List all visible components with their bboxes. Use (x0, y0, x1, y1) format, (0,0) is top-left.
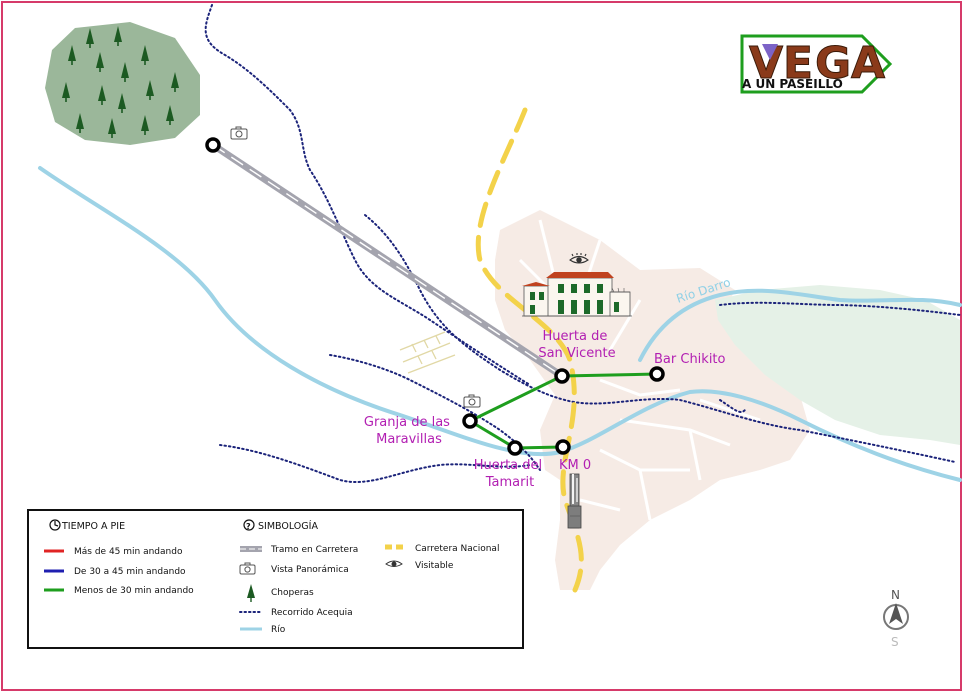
legend-symbol-visitable: Visitable (415, 561, 454, 571)
river-darro (638, 288, 962, 362)
svg-text:A: A (851, 38, 885, 89)
stop-km0[interactable] (555, 439, 571, 455)
legend-symbol-acequia: Recorrido Acequia (271, 608, 353, 618)
camera-icon (230, 126, 248, 140)
routes-short (469, 372, 658, 450)
poplar-tree-icon (68, 45, 76, 65)
stop-huerta-tamarit[interactable] (507, 440, 523, 456)
poplar-tree-icon (141, 45, 149, 65)
compass-needle-icon (889, 603, 903, 624)
legend-time-title: TIEMPO A PIE (61, 521, 125, 532)
legend-symbol-title: SIMBOLOGÍA (258, 520, 318, 532)
compass: N S (883, 588, 909, 649)
poplar-tree-icon (166, 105, 174, 125)
legend: TIEMPO A PIE Más de 45 min andando De 30… (27, 509, 524, 649)
camera-icon (239, 562, 256, 575)
place-labels: Huerta de San Vicente Bar Chikito Granja… (364, 329, 726, 490)
road-segment (211, 142, 564, 379)
km0-monument (567, 473, 582, 529)
village-streets (518, 219, 761, 521)
stop-start[interactable] (205, 137, 221, 153)
camera-icon (463, 394, 481, 408)
place-label-granja-maravillas: Granja de las Maravillas (364, 415, 454, 447)
legend-time-medium: De 30 a 45 min andando (74, 567, 186, 577)
legend-symbol-river: Río (271, 625, 286, 635)
svg-text:G: G (815, 38, 851, 89)
place-label-huerta-san-vicente: Huerta de San Vicente (538, 329, 615, 361)
poplar-tree-icon (62, 82, 70, 102)
clock-icon (49, 519, 61, 531)
house-illustration (522, 272, 632, 317)
stop-bar-chikito[interactable] (649, 366, 665, 382)
forest-area (45, 22, 200, 145)
legend-time-short: Menos de 30 min andando (74, 586, 194, 596)
poplar-tree-icon (118, 93, 126, 113)
poplar-tree-icon (96, 52, 104, 72)
logo-letters: V E G A (749, 38, 886, 90)
stop-markers (205, 137, 665, 456)
question-icon: ? (243, 519, 255, 531)
svg-text:?: ? (246, 522, 251, 531)
poplar-tree-icon (114, 26, 122, 46)
legend-symbol-national-road: Carretera Nacional (415, 544, 499, 554)
eye-icon (569, 253, 589, 264)
poplar-tree-icon (98, 85, 106, 105)
poplar-tree-icon (76, 113, 84, 133)
poplar-tree-icon (141, 115, 149, 135)
rivers (38, 166, 962, 482)
field-area (715, 285, 960, 445)
stop-granja-maravillas[interactable] (462, 413, 478, 429)
legend-box (27, 509, 524, 649)
poplar-tree-icon (171, 72, 179, 92)
logo-tagline: A UN PASEILLO (742, 77, 843, 91)
reeds-decoration (399, 331, 456, 374)
poplar-tree-icon (86, 28, 94, 48)
svg-text:N: N (891, 588, 900, 602)
legend-symbol-choperas: Choperas (271, 588, 314, 598)
forest-trees (62, 26, 179, 138)
stop-huerta-san-vicente[interactable] (554, 368, 570, 384)
eye-icon (385, 560, 403, 567)
place-label-huerta-tamarit: Huerta del Tamarit (474, 458, 547, 490)
poplar-tree-icon (121, 62, 129, 82)
svg-text:E: E (783, 38, 813, 89)
logo: V E G A A UN PASEILLO (740, 34, 893, 94)
svg-text:S: S (891, 635, 899, 649)
logo-arrow (740, 34, 893, 94)
legend-time-long: Más de 45 min andando (74, 547, 183, 557)
place-label-km0: KM 0 (559, 458, 591, 473)
river-main (38, 166, 962, 482)
acequias (204, 4, 961, 484)
poplar-tree-icon (146, 80, 154, 100)
legend-symbol-road: Tramo en Carretera (270, 545, 358, 555)
poplar-tree-icon (108, 118, 116, 138)
logo-v-accent (762, 44, 778, 60)
place-label-bar-chikito: Bar Chikito (654, 352, 726, 367)
poplar-tree-icon (247, 584, 255, 602)
legend-symbol-panoramic: Vista Panorámica (271, 565, 349, 575)
